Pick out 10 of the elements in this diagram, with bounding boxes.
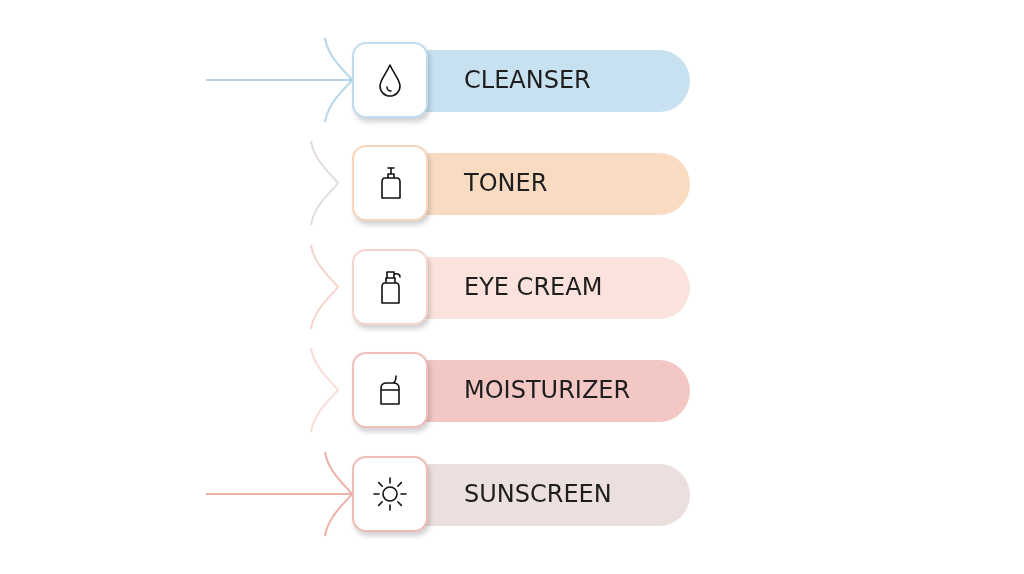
step-card: [352, 456, 692, 532]
step-label: MOISTURIZER: [464, 375, 631, 406]
step-label: TONER: [464, 168, 548, 199]
step-label: EYE CREAM: [464, 272, 603, 303]
step-card: [352, 249, 692, 325]
step-label: CLEANSER: [464, 65, 591, 96]
step-card: [352, 352, 692, 428]
step-card: [352, 145, 692, 221]
step-card: [352, 42, 692, 118]
step-label: SUNSCREEN: [464, 479, 612, 510]
